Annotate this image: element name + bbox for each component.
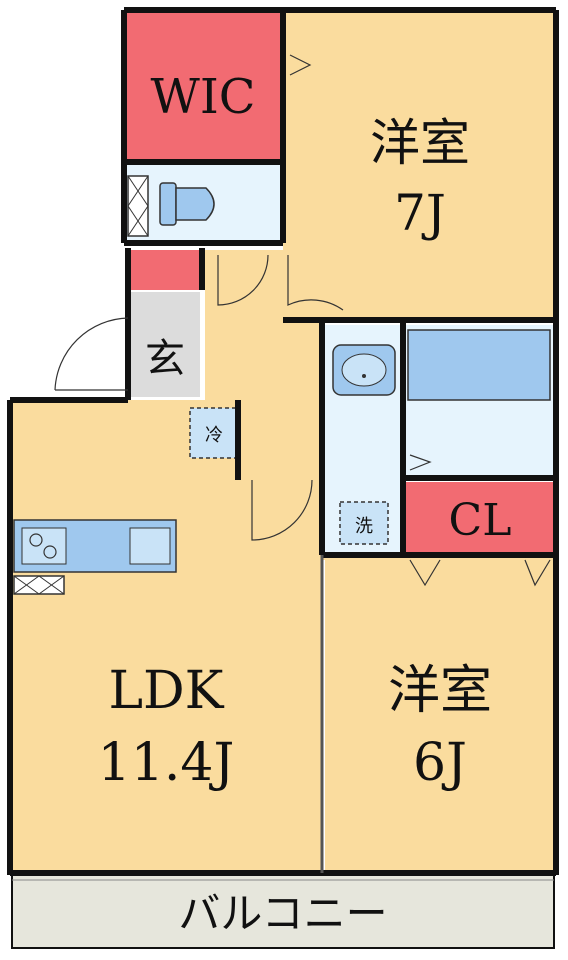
genkan-label: 玄 — [145, 336, 185, 382]
room-closet — [405, 482, 555, 554]
room-wic — [124, 12, 283, 162]
wic-label: WIC — [150, 69, 255, 125]
balcony — [11, 874, 555, 949]
shoe-storage — [130, 250, 200, 290]
walls — [7, 7, 559, 876]
room-genkan — [130, 292, 200, 397]
bathtub — [407, 329, 551, 401]
toilet-bowl — [175, 187, 215, 221]
ldk-label-1: LDK — [108, 661, 224, 721]
closet-label: CL — [449, 495, 512, 546]
western-6j-label-1: 洋室 — [388, 661, 492, 721]
doors — [54, 54, 551, 587]
balcony-label: バルコニー — [178, 889, 387, 938]
fridge-space — [189, 407, 239, 459]
toilet-tank — [159, 182, 177, 226]
fridge-label: 冷 — [205, 425, 223, 446]
washer-space — [339, 501, 389, 545]
western-6j-label-2: 6J — [413, 733, 467, 793]
kitchen-sink — [129, 527, 171, 565]
ldk-label-2: 11.4J — [98, 733, 235, 793]
washer-label: 洗 — [355, 516, 373, 537]
western-7j-label-2: 7J — [394, 184, 446, 242]
room-western-7j — [283, 12, 556, 320]
western-7j-label-1: 洋室 — [370, 114, 470, 172]
room-western-6j — [325, 558, 555, 873]
